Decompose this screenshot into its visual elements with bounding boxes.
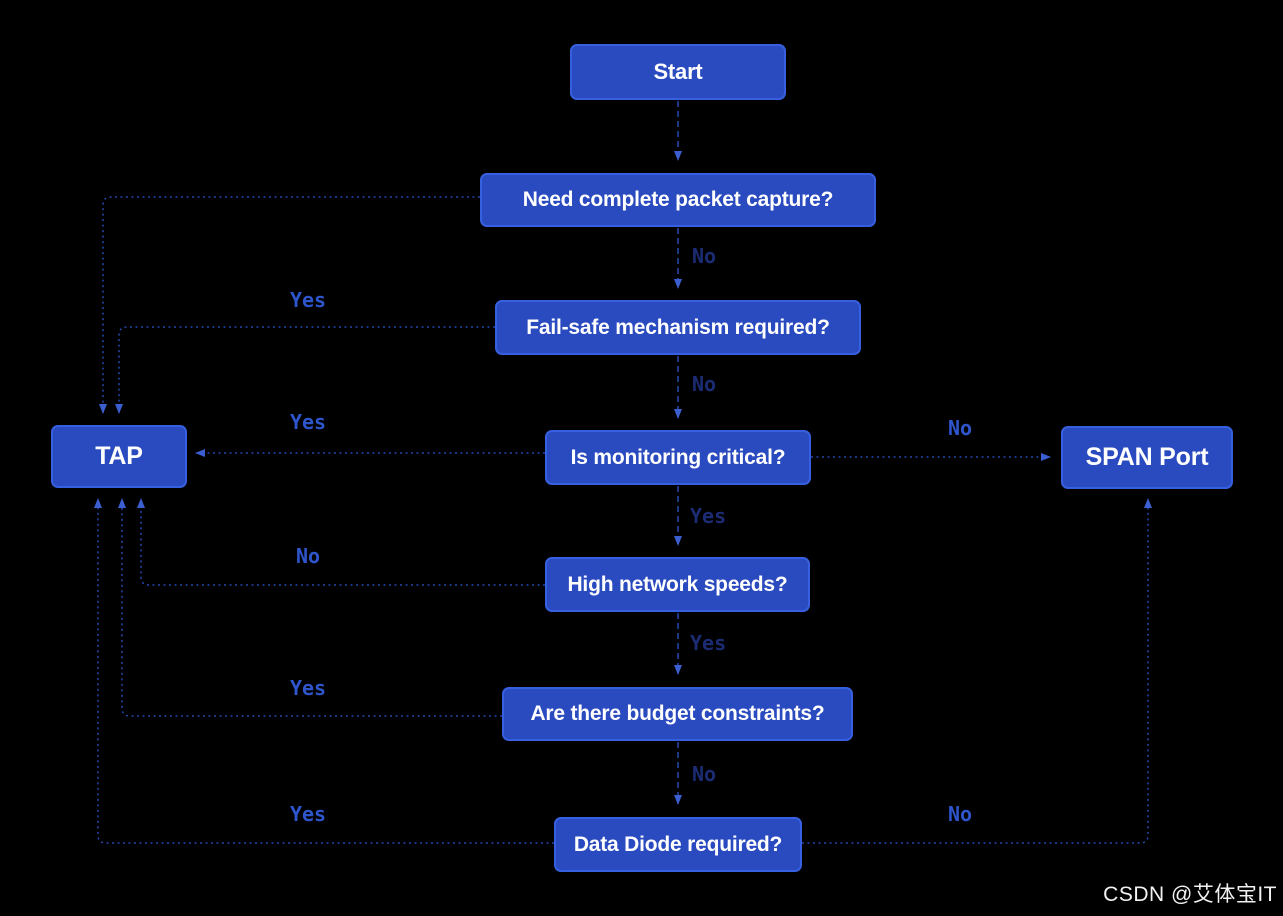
- node-budget-constraints: Are there budget constraints?: [502, 687, 853, 741]
- node-tap: TAP: [51, 425, 187, 488]
- edge-label-yes: Yes: [690, 631, 727, 655]
- node-need-packet-capture: Need complete packet capture?: [480, 173, 876, 227]
- edge-label-no: No: [295, 544, 321, 568]
- watermark: CSDN @艾体宝IT: [1103, 883, 1277, 906]
- node-fail-safe: Fail-safe mechanism required?: [495, 300, 861, 355]
- edge-label-yes: Yes: [289, 288, 327, 312]
- edge-label-no: No: [947, 416, 973, 440]
- edge-label-no: No: [692, 372, 717, 396]
- edge-label-no: No: [692, 244, 717, 268]
- edge-speeds-to-tap: [137, 498, 545, 586]
- edge-data-diode-to-tap: [94, 498, 554, 844]
- node-start: Start: [570, 44, 786, 100]
- edge-label-no: No: [947, 802, 973, 826]
- node-monitoring-critical: Is monitoring critical?: [545, 430, 811, 485]
- edge-label-yes: Yes: [690, 504, 727, 528]
- node-network-speeds: High network speeds?: [545, 557, 810, 612]
- edge-label-no: No: [692, 762, 717, 786]
- edge-label-yes: Yes: [289, 410, 327, 434]
- node-span-port: SPAN Port: [1061, 426, 1233, 489]
- edge-label-yes: Yes: [289, 676, 327, 700]
- edge-packet-capture-to-tap: [99, 196, 480, 414]
- edge-fail-safe-to-tap: [115, 326, 495, 414]
- node-data-diode: Data Diode required?: [554, 817, 802, 872]
- edge-label-yes: Yes: [289, 802, 327, 826]
- edge-data-diode-to-span: [802, 498, 1152, 844]
